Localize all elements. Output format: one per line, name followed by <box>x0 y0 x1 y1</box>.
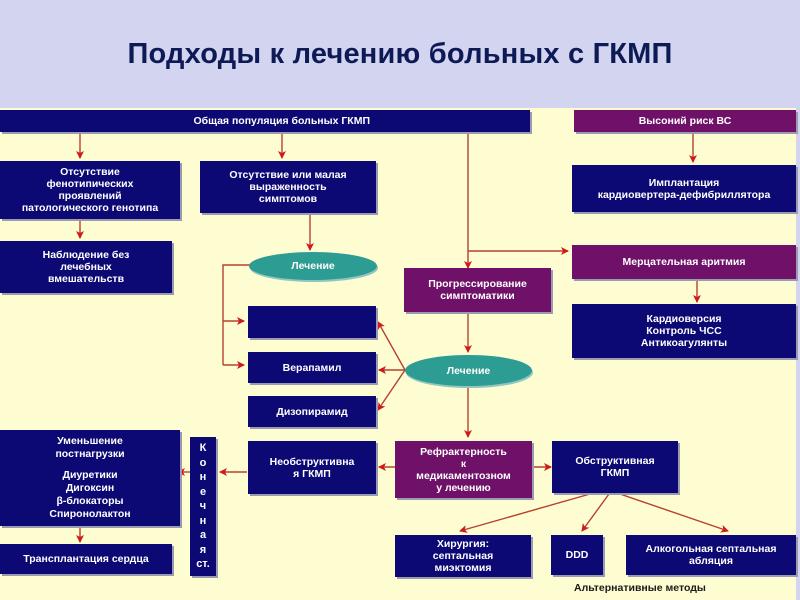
node-label: я <box>199 543 207 556</box>
node-label: Рефрактерность <box>420 445 507 458</box>
node-high-risk: Высоний риск ВС <box>574 110 796 132</box>
node-label: К <box>199 442 207 454</box>
node-label: Алкогольная септальная <box>645 543 777 555</box>
node-label: Диуретики <box>62 469 118 481</box>
node-label: Отсутствие или малая <box>229 169 347 181</box>
node-icd-implant: Имплантация кардиовертера-дефибриллятора <box>572 165 796 212</box>
node-label: симптоматики <box>440 290 515 302</box>
node-label: Верапамил <box>282 361 342 374</box>
node-general-population: Общая популяция больных ГКМП <box>0 110 530 132</box>
node-label: проявлений <box>58 190 122 202</box>
node-label: β-блокаторы <box>56 495 124 507</box>
node-nonobstructive: Необструктивна я ГКМП <box>248 441 376 494</box>
node-label: абляция <box>689 555 733 567</box>
node-label: септальная <box>432 550 494 562</box>
node-progression: Прогрессирование симптоматики <box>404 268 551 312</box>
node-label: ГКМП <box>600 467 630 479</box>
node-af-treatment: Кардиоверсия Контроль ЧСС Антикоагулянты <box>572 304 796 358</box>
node-label: Наблюдение без <box>42 249 130 261</box>
node-label: Обструктивная <box>575 455 655 467</box>
page-title: Подходы к лечению больных с ГКМП <box>127 37 673 70</box>
node-label: фенотипических <box>46 178 134 190</box>
node-label: Дизопирамид <box>276 405 348 418</box>
node-label: Мерцательная аритмия <box>622 256 746 268</box>
node-label: Общая популяция больных ГКМП <box>193 115 370 127</box>
node-label: выраженность <box>249 181 327 193</box>
node-label: ст. <box>196 558 210 570</box>
node-few-symptoms: Отсутствие или малая выраженность симпто… <box>200 161 376 213</box>
node-label: Трансплантация сердца <box>23 553 149 565</box>
node-label: н <box>199 471 207 483</box>
node-afterload-reduction: Уменьшение постнагрузки Диуретики Дигокс… <box>0 430 180 526</box>
node-drug-blank <box>248 306 376 338</box>
node-surgery: Хирургия: септальная миэктомия <box>395 535 531 577</box>
node-label: Уменьшение <box>57 435 123 447</box>
alternative-methods-caption: Альтернативные методы <box>574 582 706 594</box>
node-disopyramide: Дизопирамид <box>248 396 376 427</box>
node-label: Имплантация <box>648 176 720 189</box>
node-obstructive: Обструктивная ГКМП <box>552 441 678 493</box>
node-label: Лечение <box>291 260 335 272</box>
node-label: симптомов <box>258 193 318 205</box>
node-label: вмешательств <box>47 273 125 285</box>
node-label: патологического генотипа <box>21 202 159 214</box>
node-treatment-upper: Лечение <box>249 252 377 280</box>
node-label: Прогрессирование <box>428 278 527 290</box>
node-verapamil: Верапамил <box>248 352 376 383</box>
node-label: постнагрузки <box>55 448 125 460</box>
node-label: к <box>460 457 467 470</box>
node-label: кардиовертера-дефибриллятора <box>597 188 771 201</box>
node-no-phenotype: Отсутствие фенотипических проявлений пат… <box>0 161 180 219</box>
node-treatment-lower: Лечение <box>405 355 532 386</box>
node-ddd: DDD <box>551 535 603 575</box>
node-label: DDD <box>565 549 589 561</box>
node-label: лечебных <box>60 261 112 273</box>
node-label: у лечению <box>436 481 491 494</box>
node-label: Контроль ЧСС <box>646 325 722 337</box>
node-label: е <box>199 485 207 498</box>
node-label: Спиронолактон <box>49 508 131 520</box>
node-atrial-fibrillation: Мерцательная аритмия <box>572 245 796 279</box>
node-label: а <box>199 529 207 541</box>
title-bar: Подходы к лечению больных с ГКМП <box>0 0 800 108</box>
node-refractory: Рефрактерность к медикаментозном у лечен… <box>395 441 532 498</box>
node-label: Хирургия: <box>436 538 490 550</box>
node-label: н <box>199 514 207 527</box>
node-end-stage: К о н е ч н а я ст. <box>190 437 216 576</box>
node-label: миэктомия <box>434 562 492 574</box>
node-label: Необструктивна <box>269 455 355 468</box>
node-heart-transplant: Трансплантация сердца <box>0 544 172 574</box>
node-label: о <box>199 456 207 469</box>
node-observation: Наблюдение без лечебных вмешательств <box>0 241 172 293</box>
node-label: Высоний риск ВС <box>638 115 732 127</box>
node-alcohol-ablation: Алкогольная септальная абляция <box>626 535 796 575</box>
node-label: Отсутствие <box>60 166 120 178</box>
right-border <box>796 108 800 600</box>
node-label: Лечение <box>446 364 491 377</box>
node-label: Дигоксин <box>65 482 115 494</box>
node-label: Кардиоверсия <box>646 313 722 325</box>
node-label: Антикоагулянты <box>640 337 728 349</box>
node-label: я ГКМП <box>293 467 331 480</box>
node-label: ч <box>199 500 207 512</box>
node-label: медикаментозном <box>416 469 511 482</box>
